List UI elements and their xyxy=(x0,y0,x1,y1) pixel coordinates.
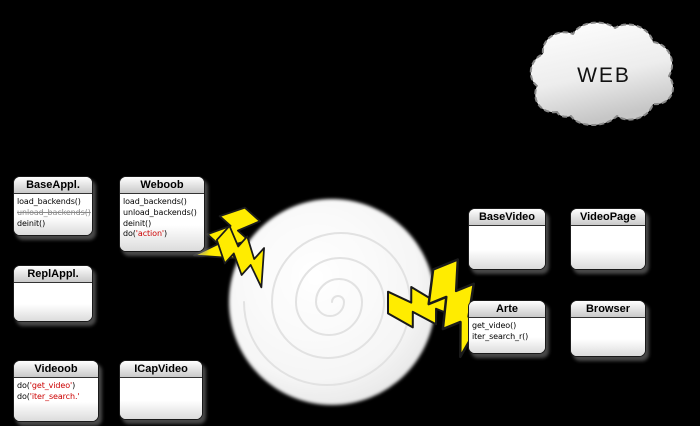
web-cloud: WEB xyxy=(529,21,674,126)
class-box-basevideo: BaseVideo xyxy=(468,208,546,270)
class-methods xyxy=(571,226,645,269)
method-line: load_backends() xyxy=(17,197,81,206)
method-line: unload_backends() xyxy=(17,207,91,217)
method-line: do('action') xyxy=(123,229,168,239)
web-label: WEB xyxy=(577,64,631,87)
class-box-replappl: ReplAppl. xyxy=(13,265,93,322)
class-title: ReplAppl. xyxy=(14,266,92,283)
class-title: BaseAppl. xyxy=(14,177,92,194)
class-methods xyxy=(469,226,545,269)
class-box-weboob: Weboob load_backends()unload_backends()d… xyxy=(119,176,205,252)
method-line: do('get_video') xyxy=(17,381,76,390)
method-line: get_video() xyxy=(472,321,517,330)
method-line: do('iter_search.' xyxy=(17,391,80,401)
class-methods xyxy=(14,283,92,321)
method-line: deinit() xyxy=(123,218,152,228)
class-box-videopage: VideoPage xyxy=(570,208,646,270)
class-title: ICapVideo xyxy=(120,361,202,378)
class-methods: load_backends()unload_backends()deinit() xyxy=(14,194,92,235)
class-title: Browser xyxy=(571,301,645,318)
class-methods xyxy=(571,318,645,356)
method-line: load_backends() xyxy=(123,197,187,206)
class-box-browser: Browser xyxy=(570,300,646,357)
class-methods: load_backends()unload_backends()deinit()… xyxy=(120,194,204,251)
class-box-videoob: Videoob do('get_video')do('iter_search.' xyxy=(13,360,99,422)
class-box-baseappl: BaseAppl. load_backends()unload_backends… xyxy=(13,176,93,236)
method-line: unload_backends() xyxy=(123,207,197,217)
class-box-icapvideo: ICapVideo xyxy=(119,360,203,420)
class-title: VideoPage xyxy=(571,209,645,226)
class-title: Videoob xyxy=(14,361,98,378)
method-line: iter_search_r() xyxy=(472,331,529,341)
class-title: BaseVideo xyxy=(469,209,545,226)
class-box-arte: Arte get_video()iter_search_r() xyxy=(468,300,546,354)
class-methods xyxy=(120,378,202,419)
class-methods: get_video()iter_search_r() xyxy=(469,318,545,353)
class-title: Weboob xyxy=(120,177,204,194)
method-line: deinit() xyxy=(17,218,46,228)
class-title: Arte xyxy=(469,301,545,318)
class-methods: do('get_video')do('iter_search.' xyxy=(14,378,98,421)
cloud-shape xyxy=(529,21,674,126)
